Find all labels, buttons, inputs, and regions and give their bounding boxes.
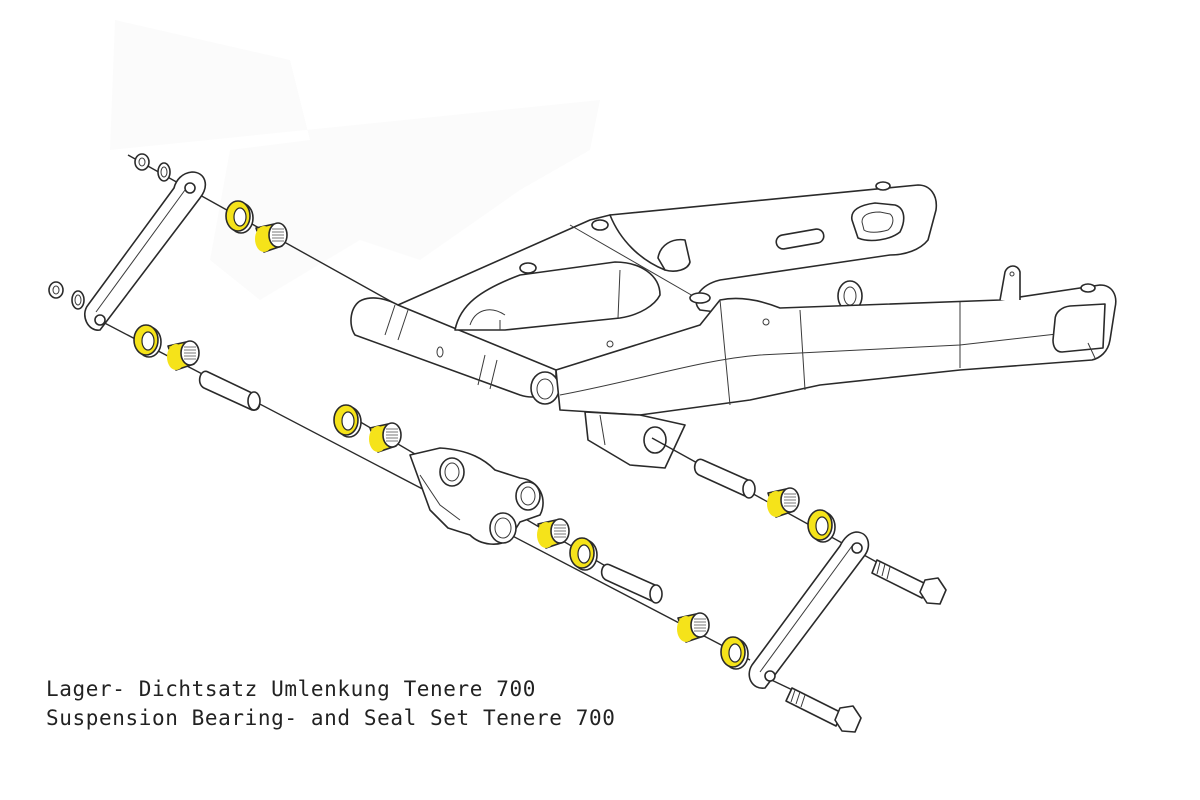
caption-german: Lager- Dichtsatz Umlenkung Tenere 700 — [46, 677, 536, 701]
bolt-lower — [785, 687, 862, 733]
seal-5 — [720, 636, 749, 670]
seal-6 — [807, 509, 836, 543]
needle-bearing-2 — [167, 340, 200, 371]
nut-washer-upper — [134, 153, 171, 182]
nut-washer-lower — [48, 281, 85, 310]
needle-bearing-6 — [767, 487, 800, 518]
needle-bearing-3 — [369, 422, 402, 453]
caption-english: Suspension Bearing- and Seal Set Tenere … — [46, 706, 616, 730]
bolt-upper — [871, 559, 947, 605]
spacer-collar-3 — [693, 458, 756, 499]
seal-1 — [225, 200, 254, 234]
seal-3 — [333, 404, 362, 438]
connecting-rod-right — [748, 531, 870, 689]
swingarm — [350, 181, 1117, 469]
needle-bearing-1 — [255, 222, 288, 253]
seal-2 — [133, 324, 162, 358]
slot-hole — [775, 228, 825, 250]
spacer-collar-1 — [198, 370, 261, 411]
seal-4 — [569, 537, 598, 571]
relay-arm — [409, 447, 544, 545]
connecting-rod-left — [84, 171, 207, 331]
needle-bearing-4 — [537, 518, 570, 549]
spacer-collar-2 — [600, 563, 663, 604]
needle-bearing-5 — [677, 612, 710, 643]
